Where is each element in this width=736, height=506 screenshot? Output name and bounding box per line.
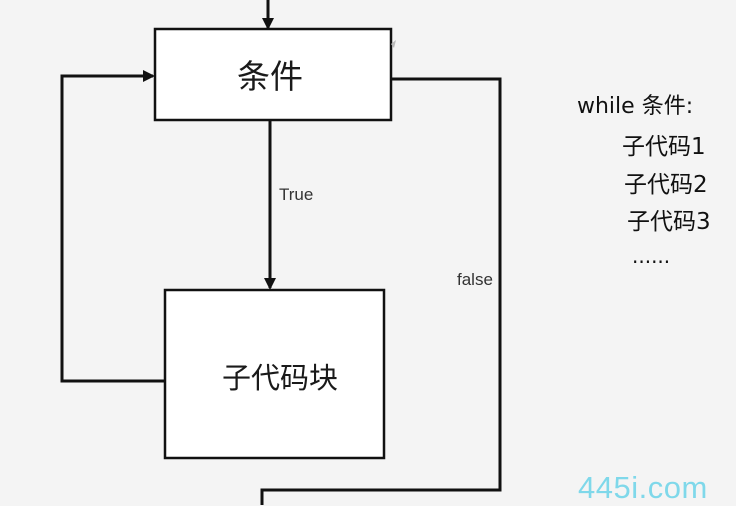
block-box xyxy=(163,288,386,460)
code-line-ellipsis: ...... xyxy=(632,244,671,268)
cursor-mark xyxy=(391,40,396,48)
condition-box xyxy=(153,27,393,122)
false-label: false xyxy=(457,270,493,289)
condition-label: 条件 xyxy=(237,57,303,96)
false-path xyxy=(260,77,502,505)
code-header: while 条件: xyxy=(577,94,694,119)
watermark-text: 445i.com xyxy=(578,470,708,505)
true-label: True xyxy=(279,185,313,204)
loop-back-arrow xyxy=(60,70,165,383)
code-line-1: 子代码1 xyxy=(622,134,706,160)
code-line-3: 子代码3 xyxy=(627,209,711,235)
block-label: 子代码块 xyxy=(222,361,338,395)
code-line-2: 子代码2 xyxy=(624,172,708,198)
